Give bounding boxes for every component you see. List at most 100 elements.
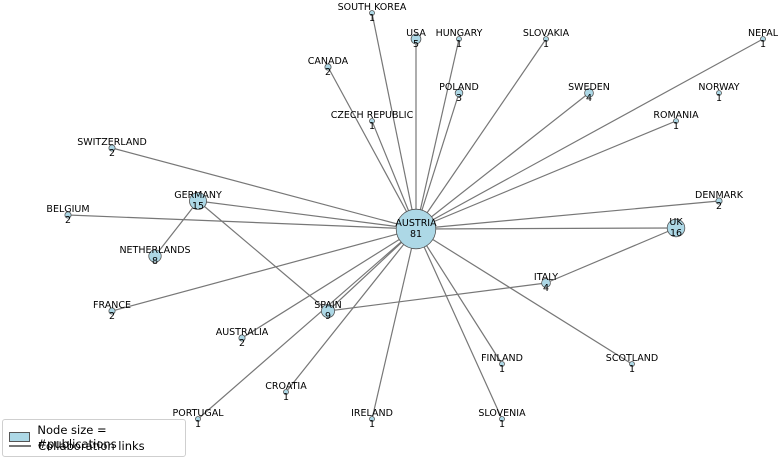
- node-name-finland: FINLAND: [481, 353, 523, 364]
- node-circle-portugal: [195, 416, 201, 422]
- link-austria-slovenia: [415, 228, 503, 420]
- node-name-netherlands: NETHERLANDS: [119, 245, 190, 256]
- link-austria-nepal: [415, 38, 764, 230]
- node-name-croatia: CROATIA: [265, 381, 307, 392]
- node-count-ireland: 1: [369, 419, 375, 430]
- node-circle-croatia: [283, 389, 289, 395]
- node-circle-germany: [189, 192, 207, 210]
- node-count-czech-republic: 1: [369, 121, 375, 132]
- link-austria-portugal: [197, 228, 417, 420]
- node-name-hungary: HUNGARY: [436, 28, 483, 39]
- legend-node-label: Node size = #publications: [37, 423, 117, 451]
- node-count-switzerland: 2: [109, 148, 115, 159]
- node-count-belgium: 2: [65, 215, 71, 226]
- link-austria-canada: [327, 66, 417, 230]
- node-circle-uk: [666, 218, 686, 238]
- node-circle-belgium: [64, 211, 72, 219]
- link-austria-scotland: [415, 228, 633, 365]
- node-name-south-korea: SOUTH KOREA: [338, 2, 407, 13]
- node-circle-italy: [541, 278, 551, 288]
- node-name-switzerland: SWITZERLAND: [77, 137, 147, 148]
- node-name-sweden: SWEDEN: [568, 82, 610, 93]
- node-circle-slovenia: [499, 416, 505, 422]
- node-circle-hungary: [456, 36, 462, 42]
- node-name-nepal: NEPAL: [748, 28, 779, 39]
- node-count-scotland: 1: [629, 364, 635, 375]
- node-name-scotland: SCOTLAND: [606, 353, 658, 364]
- node-name-denmark: DENMARK: [695, 190, 744, 201]
- node-count-canada: 2: [325, 67, 331, 78]
- node-name-uk: UK: [669, 217, 683, 228]
- link-germany-netherlands: [154, 200, 199, 257]
- node-name-ireland: IRELAND: [351, 408, 393, 419]
- node-count-uk: 16: [670, 228, 682, 239]
- node-circle-austria: [395, 208, 437, 250]
- legend-node-entry: Node size = #publications: [9, 423, 185, 451]
- node-count-germany: 15: [192, 201, 204, 212]
- link-austria-romania: [415, 120, 677, 230]
- node-name-italy: ITALY: [534, 272, 558, 283]
- node-circle-nepal: [760, 36, 766, 42]
- node-name-canada: CANADA: [308, 56, 349, 67]
- link-austria-australia: [241, 228, 417, 339]
- node-name-czech-republic: CZECH REPUBLIC: [331, 110, 414, 121]
- node-circle-poland: [454, 88, 464, 98]
- link-austria-slovakia: [415, 38, 547, 230]
- node-count-sweden: 4: [586, 93, 592, 104]
- node-count-poland: 3: [456, 93, 462, 104]
- node-name-poland: POLAND: [439, 82, 479, 93]
- node-name-germany: GERMANY: [174, 190, 222, 201]
- link-austria-poland: [415, 92, 460, 230]
- node-name-spain: SPAIN: [314, 300, 342, 311]
- link-austria-switzerland: [111, 147, 417, 230]
- link-austria-uk: [415, 227, 677, 230]
- node-name-slovenia: SLOVENIA: [478, 408, 526, 419]
- node-name-slovakia: SLOVAKIA: [523, 28, 570, 39]
- node-count-austria: 81: [410, 229, 422, 240]
- node-name-norway: NORWAY: [698, 82, 739, 93]
- node-circle-spain: [320, 303, 335, 318]
- node-count-australia: 2: [239, 338, 245, 349]
- node-circle-slovakia: [543, 36, 549, 42]
- link-spain-italy: [327, 282, 547, 312]
- node-circle-norway: [716, 90, 722, 96]
- node-count-romania: 1: [673, 121, 679, 132]
- node-count-croatia: 1: [283, 392, 289, 403]
- node-count-slovakia: 1: [543, 39, 549, 50]
- link-austria-croatia: [285, 228, 417, 393]
- node-circle-south-korea: [369, 10, 375, 16]
- node-count-spain: 9: [325, 311, 331, 322]
- node-count-norway: 1: [716, 93, 722, 104]
- node-name-portugal: PORTUGAL: [172, 408, 224, 419]
- node-name-belgium: BELGIUM: [46, 204, 89, 215]
- node-name-romania: ROMANIA: [653, 110, 699, 121]
- link-swatch-icon: [9, 445, 31, 447]
- node-count-hungary: 1: [456, 39, 462, 50]
- node-count-slovenia: 1: [499, 419, 505, 430]
- node-circle-sweden: [584, 88, 594, 98]
- node-count-france: 2: [109, 311, 115, 322]
- link-germany-spain: [197, 200, 329, 312]
- node-circle-romania: [673, 118, 679, 124]
